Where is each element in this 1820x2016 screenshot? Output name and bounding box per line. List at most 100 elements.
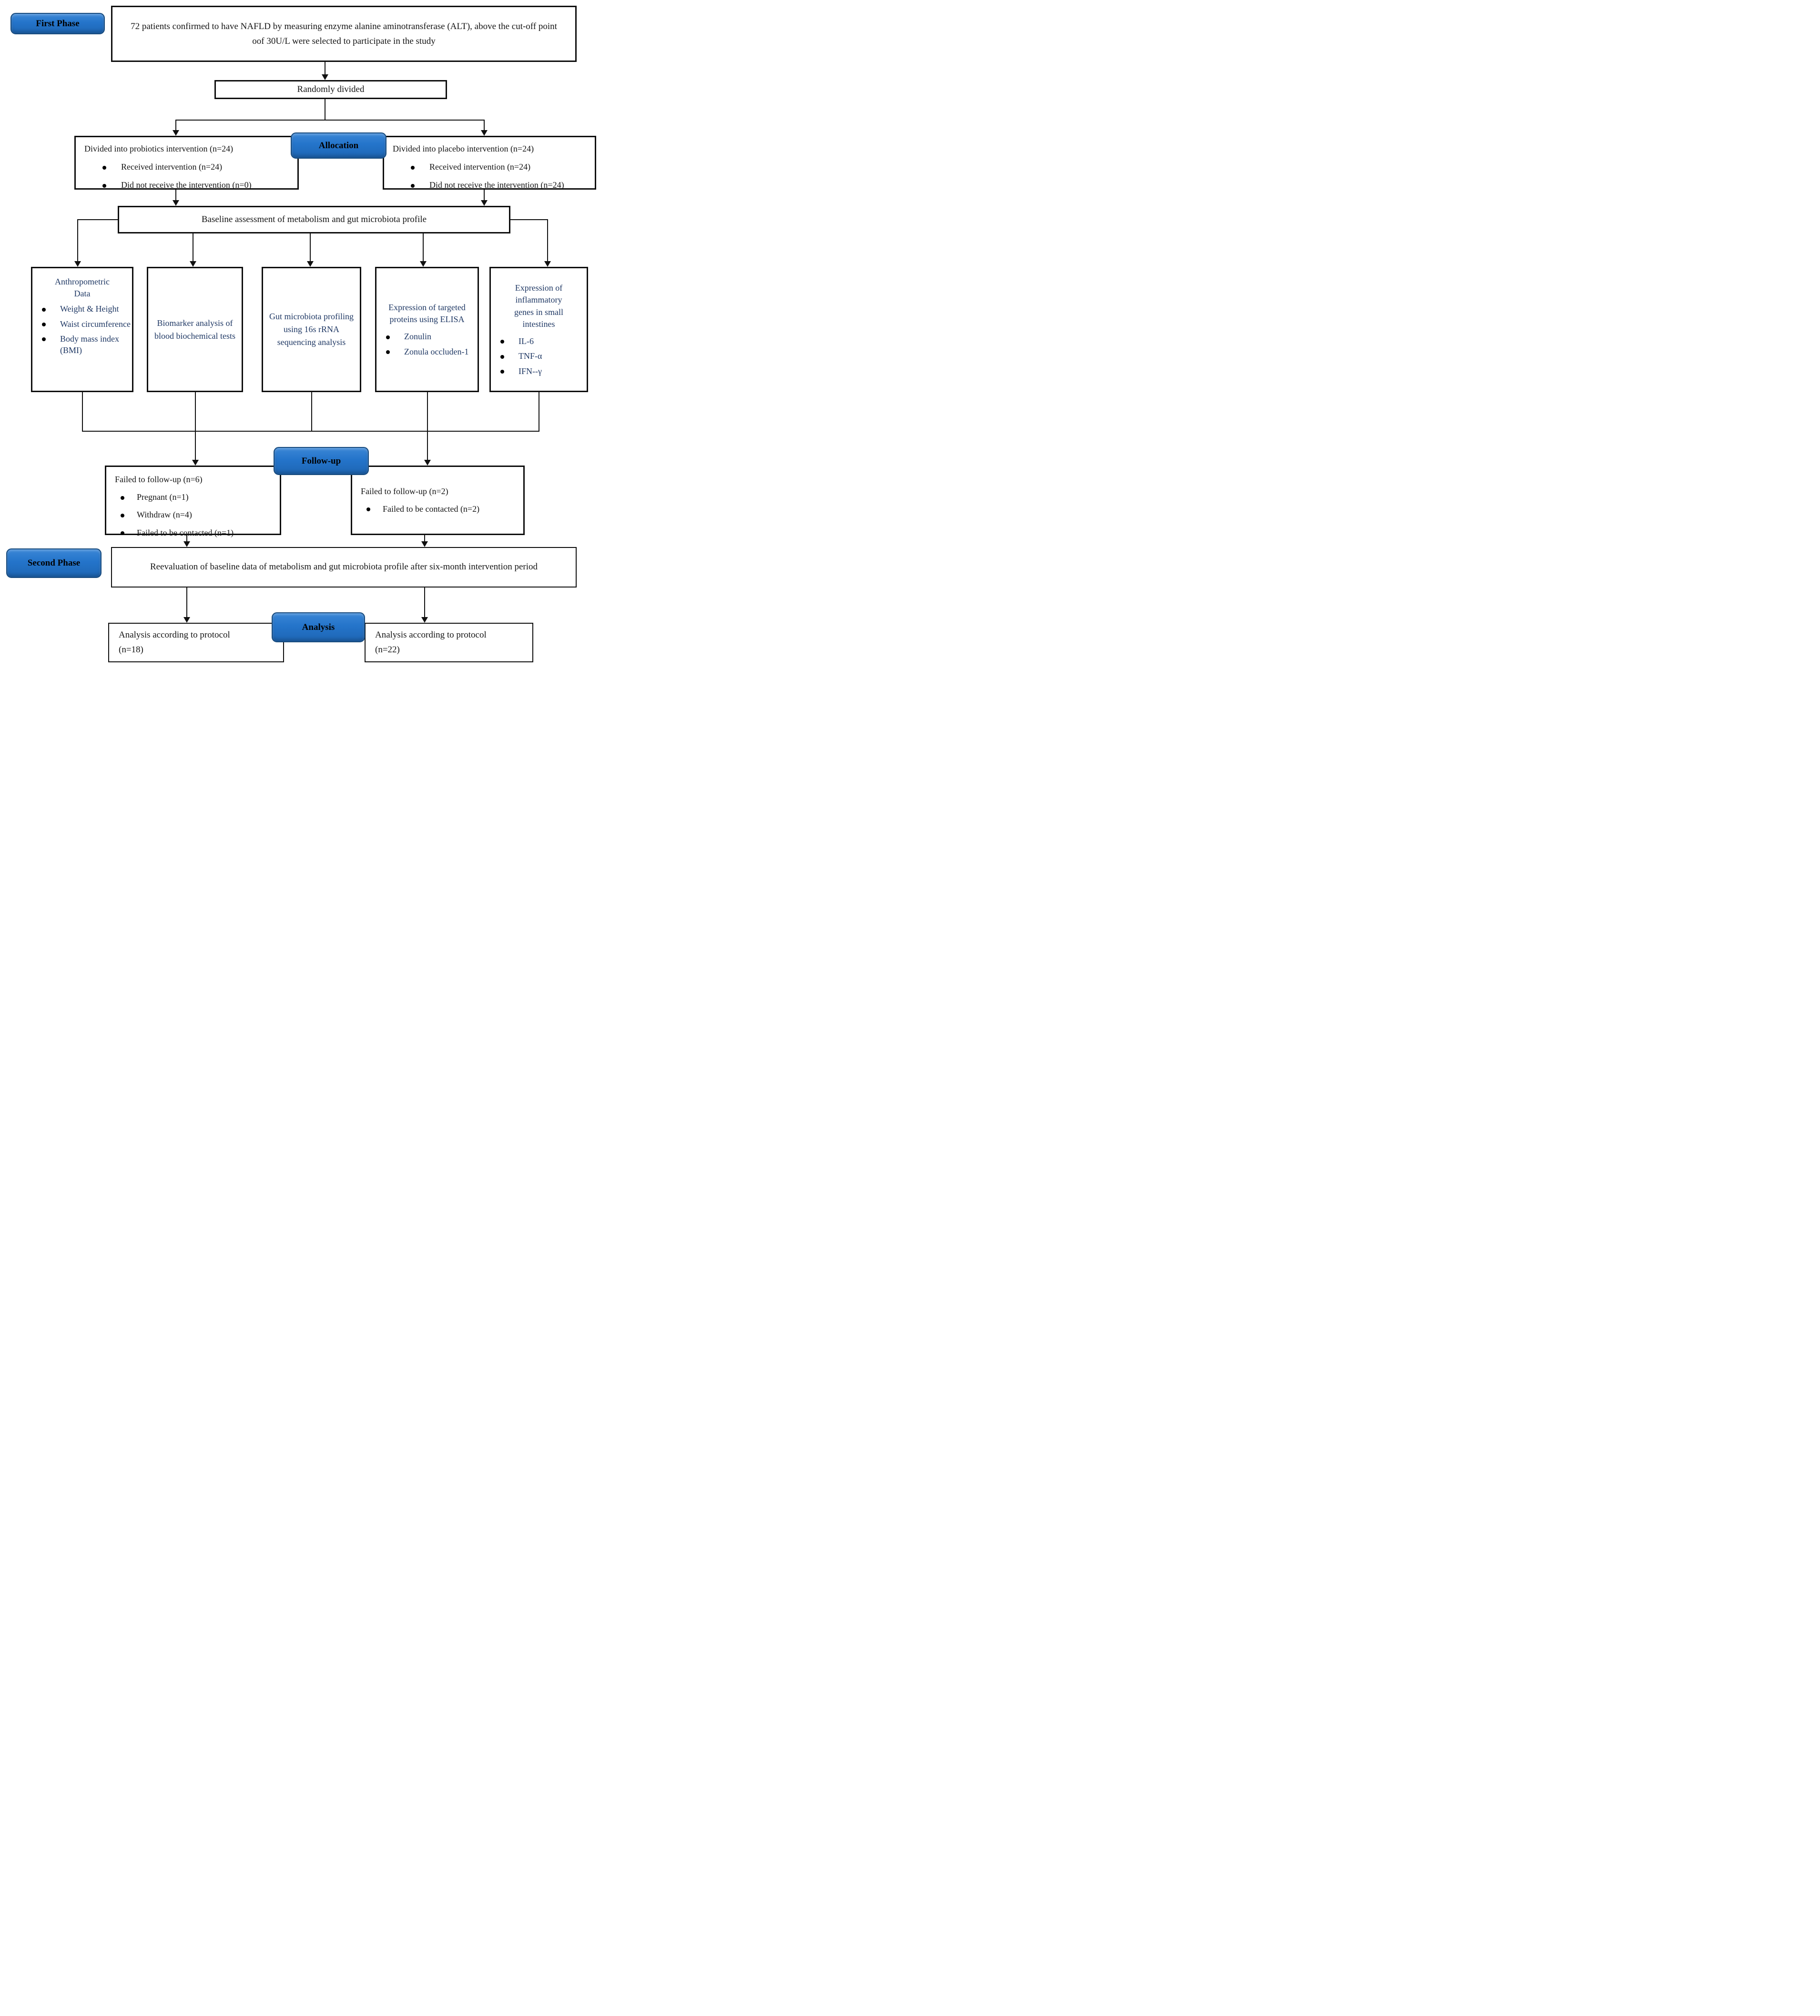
reevaluation-box: Reevaluation of baseline data of metabol… (111, 547, 577, 588)
connector-line (186, 588, 187, 618)
list-item-text: Pregnant (n=1) (137, 492, 189, 502)
list-item: Waist circumference (32, 318, 132, 330)
protocol-analysis-probiotics-box: Analysis according to protocol (n=18) (108, 623, 284, 662)
connector-line (311, 392, 312, 431)
reevaluation-text: Reevaluation of baseline data of metabol… (150, 562, 538, 572)
connector-line (82, 431, 539, 432)
baseline-assessment-text: Baseline assessment of metabolism and gu… (201, 214, 427, 224)
placebo-followup-list: Failed to be contacted (n=2) (352, 497, 523, 515)
analysis-badge: Analysis (272, 612, 365, 642)
probiotics-allocation-box: Divided into probiotics intervention (n=… (74, 136, 299, 190)
follow-up-badge: Follow-up (274, 447, 369, 475)
arrowhead-icon (421, 617, 428, 623)
gut-microbiota-text: Gut microbiota profiling using 16s rRNA … (269, 312, 354, 347)
list-item: Received intervention (n=24) (384, 161, 595, 173)
list-item-text: IL-6 (519, 336, 534, 346)
randomly-divided-box: Randomly divided (214, 80, 447, 99)
arrowhead-icon (322, 74, 328, 80)
anthropometric-list: Weight & Height Waist circumference Body… (32, 303, 132, 356)
list-item-text: Did not receive the intervention (n=0) (121, 180, 252, 190)
list-item-text: Weight & Height (60, 304, 119, 314)
protocol-analysis-placebo-box: Analysis according to protocol (n=22) (365, 623, 533, 662)
analysis-label: Analysis (302, 622, 335, 632)
first-phase-badge: First Phase (10, 13, 105, 34)
connector-line (424, 588, 425, 618)
first-phase-label: First Phase (36, 18, 80, 29)
elisa-list: Zonulin Zonula occluden-1 (376, 327, 478, 357)
list-item-text: Body mass index (BMI) (60, 334, 119, 355)
arrowhead-icon (307, 261, 314, 267)
placebo-followup-box: Failed to follow-up (n=2) Failed to be c… (351, 466, 525, 535)
inflammatory-heading: Expression of inflammatory genes in smal… (514, 283, 563, 329)
list-item: Zonulin (376, 331, 478, 342)
allocation-label: Allocation (318, 140, 359, 151)
list-item: Pregnant (n=1) (106, 491, 280, 503)
elisa-heading: Expression of targeted proteins using EL… (388, 303, 466, 324)
list-item: Zonula occluden-1 (376, 346, 478, 357)
list-item: Weight & Height (32, 303, 132, 314)
connector-line (77, 219, 118, 220)
placebo-allocation-list: Received intervention (n=24) Did not rec… (384, 161, 595, 191)
placebo-followup-heading: Failed to follow-up (n=2) (361, 486, 448, 496)
arrowhead-icon (183, 541, 190, 547)
arrowhead-icon (173, 130, 179, 136)
connector-line (175, 120, 176, 131)
randomly-divided-text: Randomly divided (297, 84, 365, 94)
gut-microbiota-box: Gut microbiota profiling using 16s rRNA … (262, 267, 361, 392)
enrollment-text: 72 patients confirmed to have NAFLD by m… (131, 21, 557, 46)
follow-up-label: Follow-up (301, 456, 341, 466)
connector-line (427, 431, 428, 460)
biomarker-box: Biomarker analysis of blood biochemical … (147, 267, 243, 392)
analysis-probiotics-text: Analysis according to protocol (n=18) (119, 630, 230, 655)
connector-line (427, 392, 428, 431)
arrowhead-icon (421, 541, 428, 547)
connector-line (195, 392, 196, 431)
probiotics-allocation-heading: Divided into probiotics intervention (n=… (84, 144, 234, 153)
list-item-text: Failed to be contacted (n=2) (383, 504, 480, 514)
connector-line (175, 120, 485, 121)
analysis-placebo-text: Analysis according to protocol (n=22) (375, 630, 487, 655)
arrowhead-icon (190, 261, 196, 267)
list-item: Received intervention (n=24) (76, 161, 297, 173)
arrowhead-icon (420, 261, 427, 267)
inflammatory-list: IL-6 TNF-α IFN--γ (491, 332, 587, 377)
probiotics-followup-heading: Failed to follow-up (n=6) (115, 475, 203, 484)
anthropometric-box: Anthropometric Data Weight & Height Wais… (31, 267, 133, 392)
connector-line (82, 392, 83, 431)
list-item-text: Received intervention (n=24) (429, 162, 531, 172)
probiotics-allocation-list: Received intervention (n=24) Did not rec… (76, 161, 297, 191)
inflammatory-genes-box: Expression of inflammatory genes in smal… (489, 267, 588, 392)
arrowhead-icon (74, 261, 81, 267)
arrowhead-icon (192, 460, 199, 466)
connector-line (77, 219, 78, 262)
list-item: Failed to be contacted (n=1) (106, 527, 280, 539)
allocation-badge: Allocation (291, 132, 386, 159)
connector-line (484, 120, 485, 131)
list-item-text: Withdraw (n=4) (137, 510, 192, 520)
list-item-text: Zonula occluden-1 (404, 346, 469, 356)
connector-line (424, 535, 425, 542)
placebo-allocation-heading: Divided into placebo intervention (n=24) (393, 144, 534, 153)
list-item-text: Received intervention (n=24) (121, 162, 223, 172)
elisa-box: Expression of targeted proteins using EL… (375, 267, 479, 392)
enrollment-box: 72 patients confirmed to have NAFLD by m… (111, 6, 577, 62)
list-item: Body mass index (BMI) (32, 333, 132, 356)
list-item-text: Failed to be contacted (n=1) (137, 527, 234, 537)
arrowhead-icon (173, 200, 179, 206)
list-item: Withdraw (n=4) (106, 509, 280, 521)
connector-line (195, 431, 196, 460)
list-item-text: Zonulin (404, 332, 431, 342)
list-item: IL-6 (491, 335, 587, 347)
biomarker-text: Biomarker analysis of blood biochemical … (154, 318, 235, 341)
probiotics-followup-box: Failed to follow-up (n=6) Pregnant (n=1)… (105, 466, 281, 537)
list-item-text: Did not receive the intervention (n=24) (429, 180, 564, 190)
connector-line (510, 219, 548, 220)
connector-line (175, 190, 176, 201)
second-phase-badge: Second Phase (6, 548, 102, 578)
baseline-assessment-box: Baseline assessment of metabolism and gu… (118, 206, 510, 233)
arrowhead-icon (481, 130, 488, 136)
placebo-allocation-box: Divided into placebo intervention (n=24)… (383, 136, 596, 190)
list-item: Failed to be contacted (n=2) (352, 503, 523, 515)
list-item-text: IFN--γ (519, 366, 542, 376)
flow-diagram-canvas: First Phase 72 patients confirmed to hav… (0, 0, 607, 672)
